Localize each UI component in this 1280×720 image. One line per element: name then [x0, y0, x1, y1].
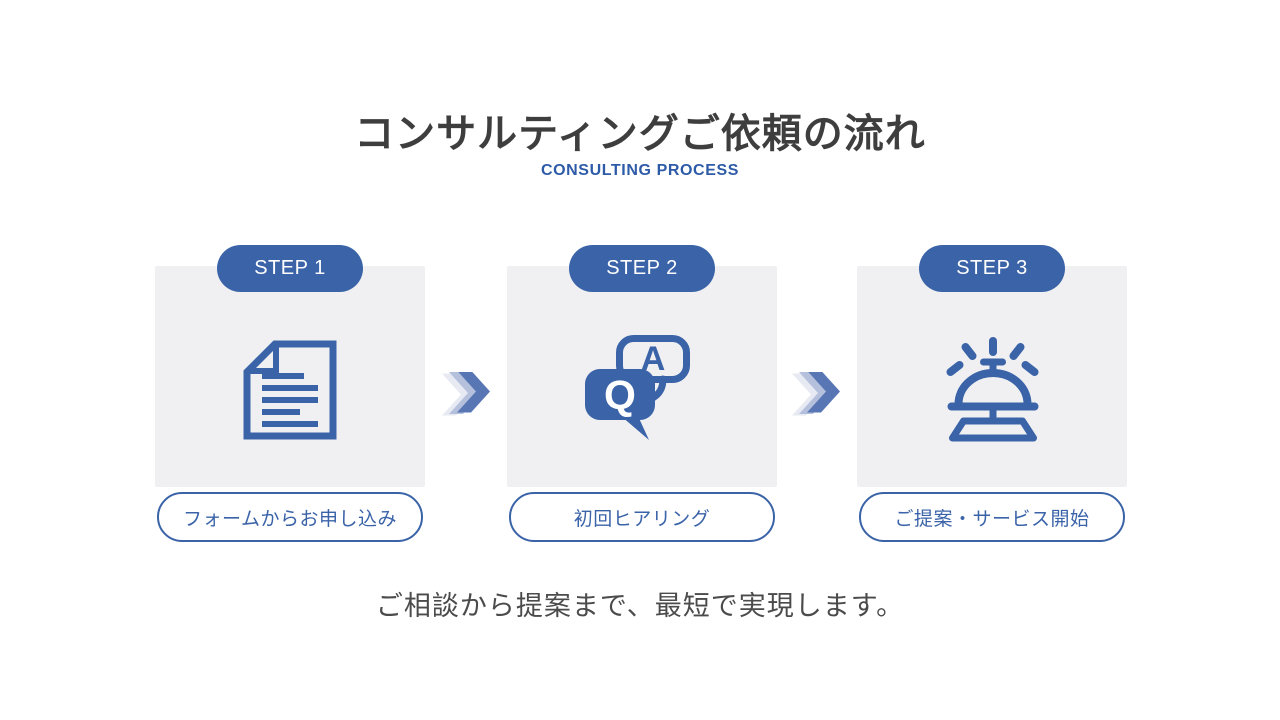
document-icon	[243, 340, 337, 439]
footer-note: ご相談から提案まで、最短で実現します。	[375, 591, 905, 621]
step-3-card	[857, 266, 1127, 487]
page-subtitle: CONSULTING PROCESS	[540, 162, 740, 179]
step-1-card	[155, 266, 425, 487]
arrow-right-icon	[792, 372, 840, 416]
step-1-label: フォームからお申し込み	[157, 492, 423, 542]
qa-q-letter: Q	[604, 372, 636, 418]
step-2-label: 初回ヒアリング	[509, 492, 775, 542]
step-2-card: A Q	[507, 266, 777, 487]
page-title: コンサルティングご依頼の流れ	[354, 112, 926, 156]
step-1: STEP 1 フォームからお申し込み	[155, 245, 425, 545]
step-3-badge: STEP 3	[919, 245, 1065, 292]
step-2: A Q STEP 2 初回ヒアリング	[507, 245, 777, 545]
arrow-right-icon	[442, 372, 490, 416]
step-2-badge: STEP 2	[569, 245, 715, 292]
bell-icon	[946, 337, 1038, 442]
qa-icon: A Q	[585, 334, 690, 440]
step-3: STEP 3 ご提案・サービス開始	[857, 245, 1127, 545]
step-1-badge: STEP 1	[217, 245, 363, 292]
step-3-label: ご提案・サービス開始	[859, 492, 1125, 542]
